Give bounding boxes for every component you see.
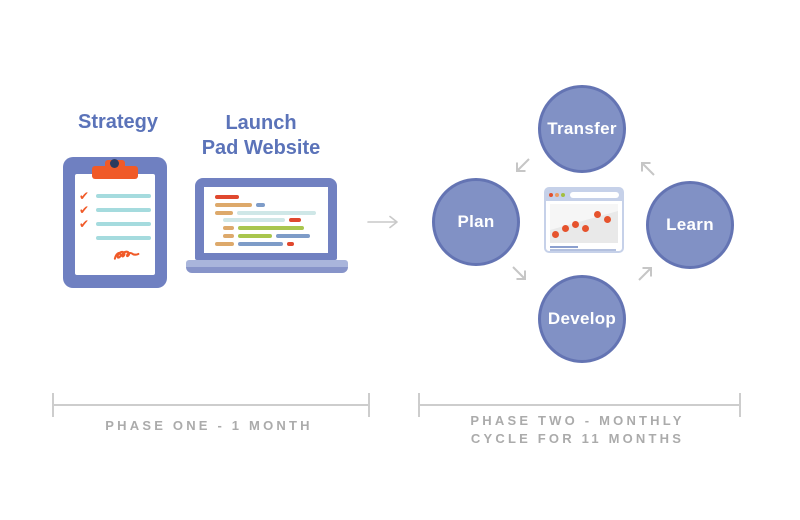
clipboard-clip-bar	[92, 166, 138, 179]
scatter-data-point	[593, 210, 601, 218]
clipboard-icon: ✔✔✔	[63, 157, 167, 288]
laptop-icon	[195, 178, 337, 260]
analytics-browser-icon	[544, 187, 624, 253]
checklist-row: ✔	[79, 189, 151, 203]
code-line-segment	[238, 241, 283, 246]
laptop-screen	[204, 187, 328, 253]
cycle-step-transfer: Transfer	[538, 85, 626, 173]
code-line-segment	[256, 202, 265, 207]
code-line-segment	[223, 218, 285, 223]
cycle-step-learn-label: Learn	[666, 215, 714, 234]
laptop-base	[186, 260, 348, 267]
check-icon: ✔	[79, 203, 90, 217]
cycle-step-learn: Learn	[646, 181, 734, 269]
arrow-develop-to-learn-icon	[638, 267, 652, 281]
browser-window-dot-icon	[549, 193, 553, 197]
checklist-row	[79, 231, 151, 245]
browser-text-line	[550, 249, 616, 251]
cycle-step-transfer-label: Transfer	[547, 119, 617, 138]
launch-pad-website-label: Launch Pad Website	[190, 111, 332, 161]
clipboard-paper: ✔✔✔	[75, 174, 155, 275]
clipboard-checklist: ✔✔✔	[79, 189, 151, 245]
code-line-segment	[215, 195, 239, 199]
arrow-transfer-to-plan-icon	[516, 158, 530, 172]
cycle-step-develop: Develop	[538, 275, 626, 363]
cycle-step-plan: Plan	[432, 178, 520, 266]
check-icon: ✔	[79, 217, 90, 231]
strategy-label: Strategy	[77, 111, 159, 133]
browser-window-dots	[549, 193, 565, 197]
code-line-segment	[223, 226, 234, 231]
launch-label-line2: Pad Website	[201, 137, 321, 159]
scatter-data-point	[551, 230, 559, 238]
code-line-segment	[287, 241, 294, 246]
arrow-plan-to-develop-icon	[512, 266, 526, 280]
phase-two-bracket-bar	[420, 404, 739, 406]
code-line-segment	[215, 218, 219, 222]
code-line-segment	[289, 218, 301, 223]
code-line	[215, 210, 328, 215]
scatter-chart-icon	[550, 204, 618, 243]
signature-squiggle-icon	[113, 250, 140, 260]
scatter-data-point	[581, 224, 589, 232]
clipboard-clip-knob	[110, 159, 119, 168]
browser-header	[546, 189, 622, 201]
check-icon: ✔	[79, 189, 90, 203]
phase-one-label: PHASE ONE - 1 MONTH	[105, 418, 313, 433]
code-line-segment	[238, 233, 272, 238]
launch-label-line1: Launch	[225, 112, 297, 134]
phase-two-bracket	[418, 393, 741, 417]
code-line	[215, 218, 328, 223]
code-line	[215, 226, 328, 231]
checklist-line	[95, 222, 151, 226]
browser-url-bar	[570, 192, 619, 198]
scatter-data-point	[603, 215, 611, 223]
code-line-segment	[215, 210, 233, 215]
browser-window-dot-icon	[561, 193, 565, 197]
code-line-segment	[238, 226, 304, 231]
phase-one-bracket-bar	[54, 404, 368, 406]
phase-two-label-line1: PHASE TWO - MONTHLY	[470, 413, 685, 428]
checklist-row: ✔	[79, 203, 151, 217]
cycle-step-develop-label: Develop	[547, 309, 617, 328]
code-line-segment	[215, 234, 219, 238]
phase-one-bracket	[52, 393, 370, 417]
checklist-row: ✔	[79, 217, 151, 231]
code-line-segment	[215, 226, 219, 230]
code-line-segment	[223, 233, 234, 238]
browser-window-dot-icon	[555, 193, 559, 197]
code-line	[215, 195, 328, 199]
code-line	[215, 241, 328, 246]
chart-wedge-shape	[550, 204, 618, 230]
checklist-line	[95, 236, 151, 240]
code-line-segment	[215, 241, 234, 246]
code-line-segment	[215, 202, 252, 207]
cycle-step-plan-label: Plan	[457, 212, 495, 231]
scatter-data-point	[561, 224, 569, 232]
code-line-segment	[237, 210, 316, 215]
phase-two-label: PHASE TWO - MONTHLY CYCLE FOR 11 MONTHS	[408, 412, 747, 447]
scatter-data-point	[571, 220, 579, 228]
browser-text-line	[550, 246, 578, 248]
code-line-segment	[276, 233, 310, 238]
phase-transition-arrow-icon	[367, 215, 398, 229]
phase-two-label-line2: CYCLE FOR 11 MONTHS	[470, 430, 685, 446]
checklist-line	[95, 208, 151, 212]
arrow-learn-to-transfer-icon	[641, 162, 655, 176]
code-line	[215, 202, 328, 207]
code-line	[215, 233, 328, 238]
laptop-base-edge	[186, 267, 348, 273]
checklist-line	[95, 194, 151, 198]
